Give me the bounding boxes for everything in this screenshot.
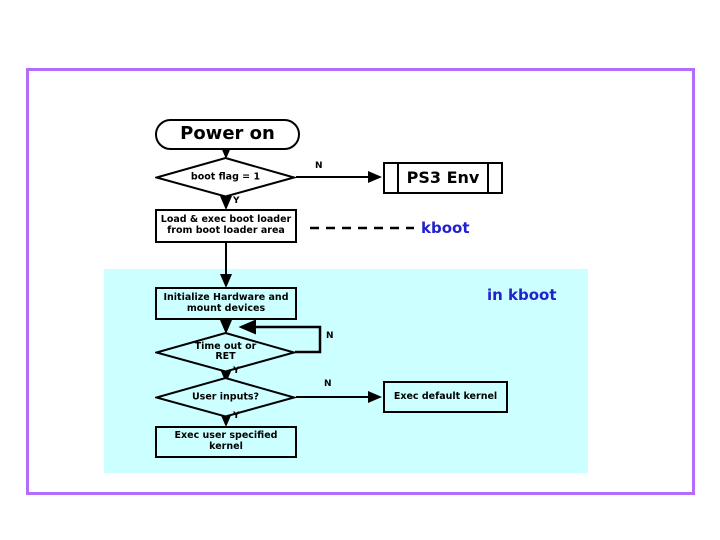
node-ps3-env[interactable]: PS3 Env [383, 162, 503, 194]
branch-label-timeout-yes: Y [233, 366, 240, 376]
branch-label-user-inputs-no: N [324, 379, 332, 389]
node-load-boot-loader-line2: from boot loader area [167, 225, 285, 236]
node-load-boot-loader[interactable]: Load & exec boot loader from boot loader… [155, 209, 297, 243]
node-init-hardware-line1: Initialize Hardware and [163, 291, 289, 303]
callout-kboot: kboot [421, 219, 470, 237]
node-exec-default-kernel-label: Exec default kernel [393, 390, 498, 402]
node-init-hardware-line2: mount devices [186, 302, 266, 314]
branch-label-user-inputs-yes: Y [233, 411, 240, 421]
node-boot-flag-decision[interactable]: boot flag = 1 [155, 157, 296, 198]
node-load-boot-loader-line1: Load & exec boot loader [160, 214, 292, 226]
branch-label-boot-flag-no: N [315, 161, 323, 171]
slide-border-frame [26, 68, 695, 495]
node-exec-user-kernel[interactable]: Exec user specified kernel [155, 426, 297, 458]
node-init-hardware[interactable]: Initialize Hardware and mount devices [155, 287, 297, 320]
node-power-on-label: Power on [180, 123, 275, 145]
kboot-region-background [104, 269, 588, 473]
node-ps3-env-label: PS3 Env [406, 167, 480, 187]
callout-in-kboot: in kboot [487, 286, 557, 304]
node-timeout-ret-decision[interactable]: Time out or RET [155, 332, 296, 373]
node-power-on[interactable]: Power on [155, 119, 300, 150]
node-exec-default-kernel[interactable]: Exec default kernel [383, 381, 508, 413]
branch-label-timeout-no: N [326, 331, 334, 341]
node-user-inputs-decision[interactable]: User inputs? [155, 377, 296, 418]
node-exec-user-kernel-label: Exec user specified kernel [174, 430, 278, 452]
branch-label-boot-flag-yes: Y [233, 196, 240, 206]
